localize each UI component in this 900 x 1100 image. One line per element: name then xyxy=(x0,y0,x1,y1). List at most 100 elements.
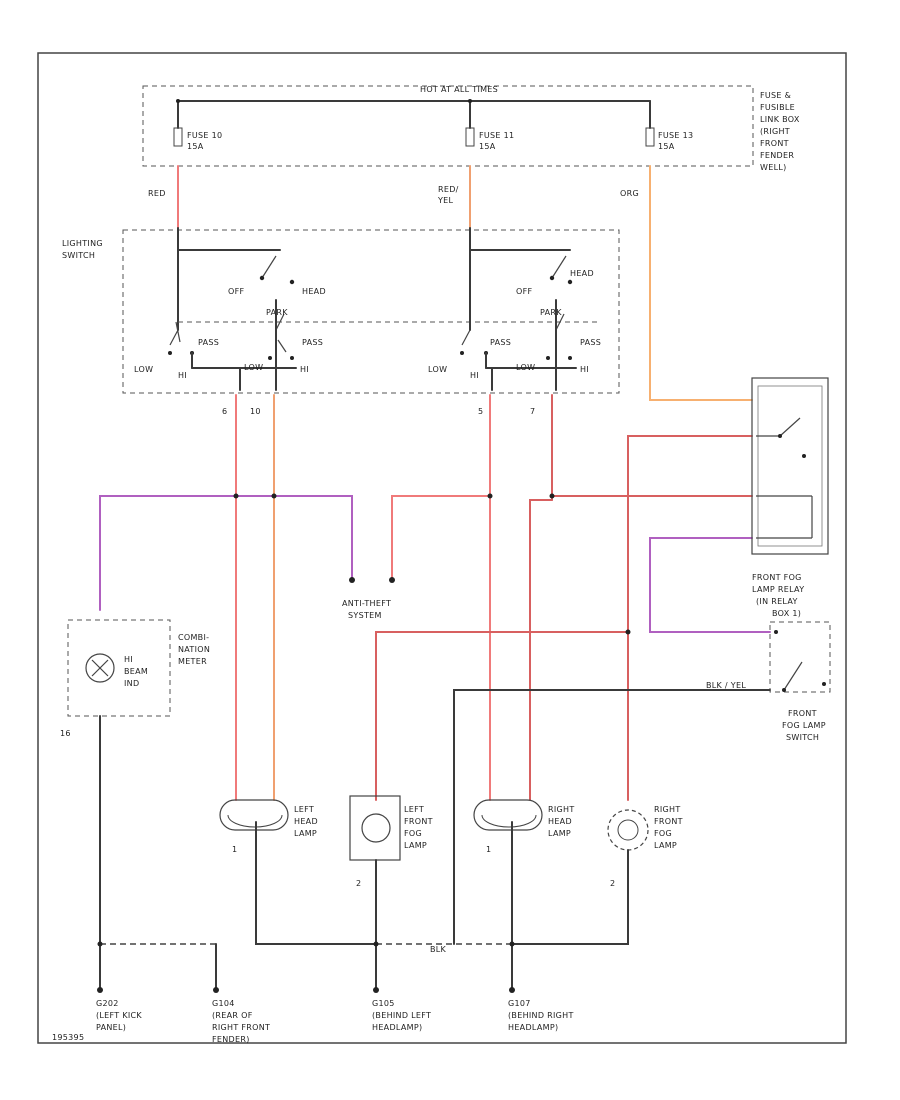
left-pass-label-1: PASS xyxy=(198,338,219,347)
right-fog-label-3: FOG xyxy=(654,829,672,838)
anti-theft-red-wire xyxy=(391,495,491,579)
wire-red-yel-label-2: YEL xyxy=(437,196,454,205)
g105-label-2: (BEHIND LEFT xyxy=(372,1011,431,1020)
fuse-box-label-1: FUSE & xyxy=(760,91,791,100)
fuse-13-label: FUSE 13 xyxy=(658,131,693,140)
pin-7-label: 7 xyxy=(530,407,535,416)
right-head-lamp-body xyxy=(473,799,543,831)
right-fog-label-1: RIGHT xyxy=(654,805,681,814)
fog-switch-label-2: FOG LAMP xyxy=(782,721,826,730)
ground-g107 xyxy=(509,987,515,993)
right-fog-label-4: LAMP xyxy=(654,841,677,850)
relay-label-2: LAMP RELAY xyxy=(752,585,804,594)
right-hi-label-1: HI xyxy=(470,371,479,380)
fuse-box-label-4: (RIGHT xyxy=(760,127,790,136)
fuse-box-label-5: FRONT xyxy=(760,139,789,148)
g104-label-3: RIGHT FRONT xyxy=(212,1023,270,1032)
hi-beam-indicator xyxy=(85,653,115,683)
anti-theft-label-1: ANTI-THEFT xyxy=(342,599,391,608)
left-head-pin-1: 1 xyxy=(232,845,237,854)
org-feed-wire xyxy=(649,165,753,401)
anti-theft-pin-b xyxy=(389,577,395,583)
right-fog-label-2: FRONT xyxy=(654,817,683,826)
g104-label-1: G104 xyxy=(212,999,235,1008)
wire-red-yel-label-1: RED/ xyxy=(438,185,459,194)
fuse-13-amp: 15A xyxy=(658,142,675,151)
hi-beam-violet-wire xyxy=(99,495,353,611)
left-off-label: OFF xyxy=(228,287,244,296)
left-pass-label-2: PASS xyxy=(302,338,323,347)
hi-beam-label-1: HI xyxy=(124,655,133,664)
left-fog-lamp-bulb xyxy=(361,813,391,843)
left-fog-label-2: FRONT xyxy=(404,817,433,826)
left-hi-label-2: HI xyxy=(300,365,309,374)
g105-label-3: HEADLAMP) xyxy=(372,1023,422,1032)
junction-2 xyxy=(271,493,277,499)
junction-3 xyxy=(487,493,493,499)
blk-yel-label: BLK / YEL xyxy=(706,681,746,690)
right-hi-to-lamp xyxy=(529,499,553,801)
g202-label-1: G202 xyxy=(96,999,119,1008)
relay-label-3: (IN RELAY xyxy=(756,597,798,606)
g107-label-3: HEADLAMP) xyxy=(508,1023,558,1032)
right-fog-ground xyxy=(511,849,629,945)
fuse-10-label: FUSE 10 xyxy=(187,131,222,140)
hi-beam-indicator-x2 xyxy=(91,659,109,677)
left-fog-label-3: FOG xyxy=(404,829,422,838)
g104-label-2: (REAR OF xyxy=(212,1011,253,1020)
fuse-box-label-2: FUSIBLE xyxy=(760,103,795,112)
hot-at-all-times-label: HOT AT ALL TIMES xyxy=(420,85,498,94)
lighting-switch-label-2: SWITCH xyxy=(62,251,95,260)
left-park-label: PARK xyxy=(266,308,288,317)
left-fog-label-1: LEFT xyxy=(404,805,424,814)
left-head-label-1: LEFT xyxy=(294,805,314,814)
fog-switch-outline xyxy=(769,621,831,693)
fuse-box-outline xyxy=(142,85,754,167)
left-fog-feed-wire xyxy=(375,631,629,801)
right-pass-label-2: PASS xyxy=(580,338,601,347)
pin-10-label: 10 xyxy=(250,407,261,416)
right-fog-lamp-bulb xyxy=(607,809,649,851)
lighting-switch-label-1: LIGHTING xyxy=(62,239,103,248)
fuse-10-amp: 15A xyxy=(187,142,204,151)
fuse-box-label-6: FENDER xyxy=(760,151,794,160)
lighting-switch-outline xyxy=(122,229,620,394)
right-pass-label-1: PASS xyxy=(490,338,511,347)
left-head-label-2: HEAD xyxy=(294,817,318,826)
ground-g202 xyxy=(97,987,103,993)
fog-relay-outline xyxy=(751,377,829,555)
pin-16-label: 16 xyxy=(60,729,71,738)
hi-beam-label-3: IND xyxy=(124,679,139,688)
right-off-label: OFF xyxy=(516,287,532,296)
left-fog-pin-2: 2 xyxy=(356,879,361,888)
g104-label-4: FENDER) xyxy=(212,1035,250,1044)
fuse-11-label: FUSE 11 xyxy=(479,131,514,140)
left-low-label-1: LOW xyxy=(134,365,153,374)
g202-label-3: PANEL) xyxy=(96,1023,126,1032)
right-hi-label-2: HI xyxy=(580,365,589,374)
junction-6 xyxy=(97,941,103,947)
left-switch-contacts xyxy=(168,227,297,391)
relay-to-fog-red-blk-wire xyxy=(627,435,753,801)
junction-4 xyxy=(549,493,555,499)
fuse-10 xyxy=(173,99,183,147)
combi-label-3: METER xyxy=(178,657,207,666)
right-park-label: PARK xyxy=(540,308,562,317)
right-head-lamp-reflector xyxy=(481,814,537,828)
junction-8 xyxy=(509,941,515,947)
junction-7 xyxy=(373,941,379,947)
left-fog-label-4: LAMP xyxy=(404,841,427,850)
footer-code: 195395 xyxy=(52,1033,84,1042)
right-low-label-1: LOW xyxy=(428,365,447,374)
fog-switch-contacts xyxy=(774,630,826,692)
pin-5-label: 5 xyxy=(478,407,483,416)
left-head-ground xyxy=(255,821,377,945)
wire-red-label: RED xyxy=(148,189,166,198)
g105-label-1: G105 xyxy=(372,999,395,1008)
anti-theft-pin-a xyxy=(349,577,355,583)
left-head-label: HEAD xyxy=(302,287,326,296)
fog-relay-inner xyxy=(757,385,823,547)
right-head-pin-1: 1 xyxy=(486,845,491,854)
fog-relay-contacts xyxy=(756,417,813,539)
